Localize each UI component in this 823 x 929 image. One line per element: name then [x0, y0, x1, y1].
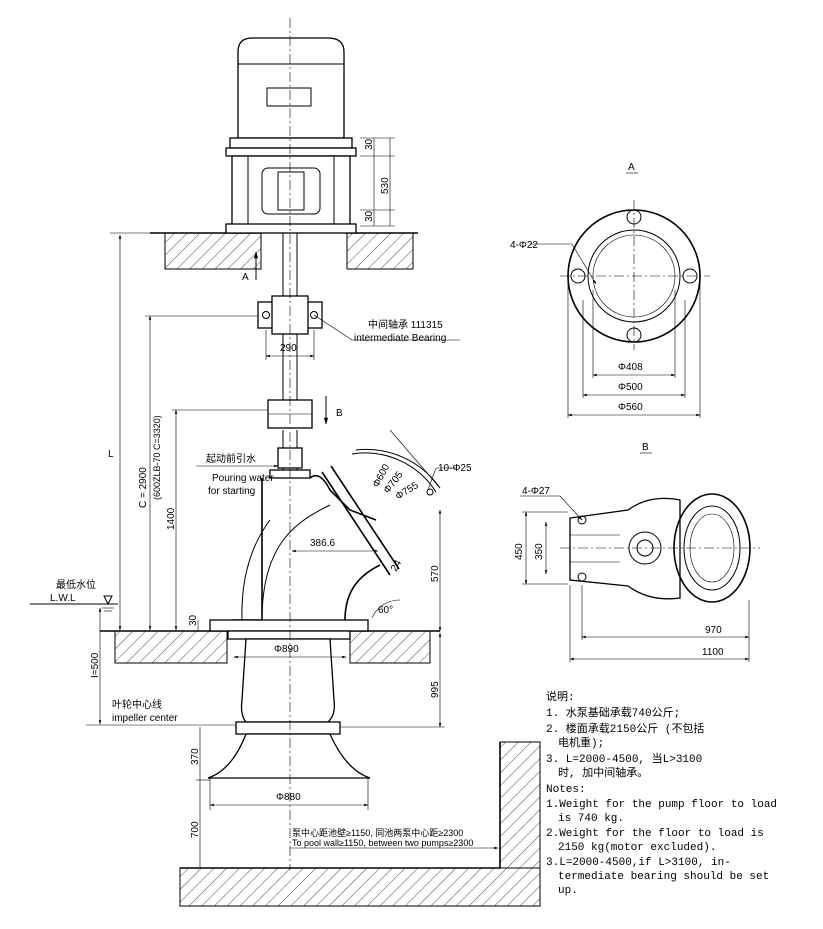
pump-bowl	[207, 638, 371, 779]
view-b-arrow-label: B	[336, 408, 343, 419]
view-b-d970: 970	[705, 625, 722, 636]
dim-530: 530	[380, 177, 391, 194]
view-b-d350: 350	[534, 543, 545, 560]
note-cn-3b: 时, 加中间轴承。	[558, 765, 648, 780]
upper-floor-slab	[150, 232, 418, 270]
outlet-flange	[351, 429, 441, 496]
dim-386: 386.6	[310, 538, 335, 549]
dim-C: C = 2900	[138, 467, 149, 508]
view-a-arrow-label: A	[242, 272, 249, 283]
note-en-3a: 3.L=2000-4500,if L>3100, in-	[546, 857, 731, 869]
view-b-bolts: 4-Φ27	[522, 486, 550, 497]
motor	[225, 37, 357, 157]
dim-370: 370	[190, 748, 201, 765]
priming-label-en1: Pouring water	[212, 473, 274, 484]
note-cn-2a: 2. 楼面承载2150公斤 (不包括	[546, 721, 704, 736]
view-a-d560: Φ560	[618, 402, 643, 413]
elbow-outlet	[261, 465, 400, 621]
dim-995: 995	[430, 681, 441, 698]
dim-angle: 60°	[378, 605, 393, 616]
pump-base-flange	[209, 619, 369, 640]
note-en-1a: 1.Weight for the pump floor to load	[546, 799, 777, 811]
dim-I500: I=500	[90, 652, 101, 678]
lwl-label-cn: 最低水位	[56, 578, 96, 591]
dim-1400: 1400	[166, 507, 177, 530]
pump-floor-slab	[100, 630, 440, 664]
note-cn-3a: 3. L=2000-4500, 当L>3100	[546, 751, 702, 766]
dim-C-alt: (600ZLB-70 C=3320)	[152, 415, 162, 500]
pool-bottom-and-wall	[179, 741, 541, 907]
view-a-flange	[560, 200, 710, 350]
priming-label-cn: 起动前引水	[206, 452, 256, 465]
note-cn-1: 1. 水泵基础承载740公斤;	[546, 706, 680, 720]
notes-block: 说明: 1. 水泵基础承载740公斤; 2. 楼面承载2150公斤 (不包括 电…	[546, 689, 777, 897]
dim-L: L	[108, 449, 114, 460]
view-b-d1100: 1100	[702, 647, 724, 658]
note-cn-title: 说明:	[546, 689, 575, 704]
priming-label-en2: for starting	[208, 486, 255, 497]
view-b-title: B	[642, 442, 649, 453]
note-en-3c: up.	[558, 885, 578, 897]
bearing-label-en: intermediate Bearing	[354, 333, 446, 344]
note-en-2b: 2150 kg(motor excluded).	[558, 842, 716, 854]
note-cn-2b: 电机重);	[558, 735, 604, 750]
note-en-1b: is 740 kg.	[558, 813, 624, 825]
dim-bolts-outlet: 10-Φ25	[438, 463, 472, 474]
view-b-d450: 450	[514, 543, 525, 560]
dim-30-low: 30	[188, 614, 199, 626]
wall-label-cn: 泵中心距池壁≥1150, 同池两泵中心距≥2300	[292, 827, 463, 838]
view-a-d500: Φ500	[618, 382, 643, 393]
view-b-base	[560, 493, 760, 603]
dim-right-stand	[360, 137, 395, 227]
note-en-2a: 2.Weight for the floor to load is	[546, 828, 764, 840]
impeller-label-en: impeller center	[112, 713, 178, 724]
note-en-3b: termediate bearing should be set	[558, 871, 769, 883]
lwl-label-en: L.W.L	[50, 593, 76, 604]
dim-30-mid: 30	[364, 210, 375, 222]
dim-700: 700	[190, 821, 201, 838]
view-a-bolts: 4-Φ22	[510, 240, 538, 251]
dim-290: 290	[280, 343, 297, 354]
dim-30-top: 30	[364, 138, 375, 150]
impeller-label-cn: 叶轮中心线	[112, 698, 162, 711]
view-a-d408: Φ408	[618, 362, 643, 373]
note-en-title: Notes:	[546, 784, 586, 796]
bearing-label-cn: 中间轴承 111315	[368, 318, 443, 331]
view-a-title: A	[628, 162, 635, 173]
motor-stand	[225, 155, 357, 234]
dim-570: 570	[430, 565, 441, 582]
wall-label-en: To pool wall≥1150, between two pumps≥230…	[292, 838, 473, 848]
dim-24: 24	[389, 558, 404, 574]
dim-890: Φ890	[274, 644, 299, 655]
dim-880: Φ880	[276, 792, 301, 803]
